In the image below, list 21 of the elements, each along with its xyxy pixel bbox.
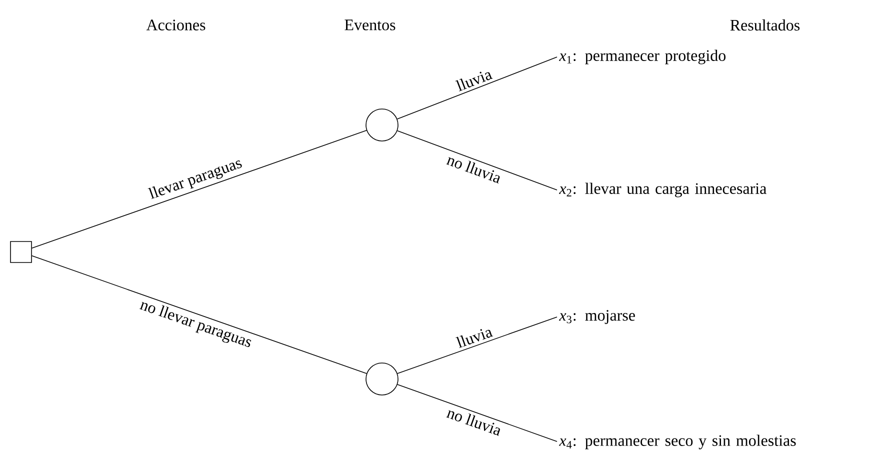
outcome-text: x$_{3}$: mojarse xyxy=(559,310,635,324)
decision-square xyxy=(10,241,32,263)
outcome-text: x$_{1}$: permanecer protegido xyxy=(559,50,726,64)
column-heading: Eventos xyxy=(344,20,396,30)
edge-label: no lluvia xyxy=(446,157,500,184)
branch-line xyxy=(32,130,367,249)
edge-label: lluvia xyxy=(455,72,493,92)
column-heading: Acciones xyxy=(146,20,206,30)
branch-line xyxy=(32,255,367,374)
edge-label: lluvia xyxy=(456,329,494,348)
outcome-text: x$_{4}$: permanecer seco y sin molestias xyxy=(559,434,796,450)
edge-label: no lluvia xyxy=(446,410,500,436)
column-heading: Resultados xyxy=(730,19,800,31)
branch-line xyxy=(396,56,558,120)
branch-line xyxy=(397,384,558,442)
branch-line xyxy=(397,316,558,374)
edge-label: no llevar paraguas xyxy=(140,302,252,347)
chance-circle xyxy=(366,108,398,142)
chance-circle xyxy=(366,362,398,396)
outcome-text: x$_{2}$: llevar una carga innecesaria xyxy=(559,182,766,198)
branch-line xyxy=(396,130,558,190)
